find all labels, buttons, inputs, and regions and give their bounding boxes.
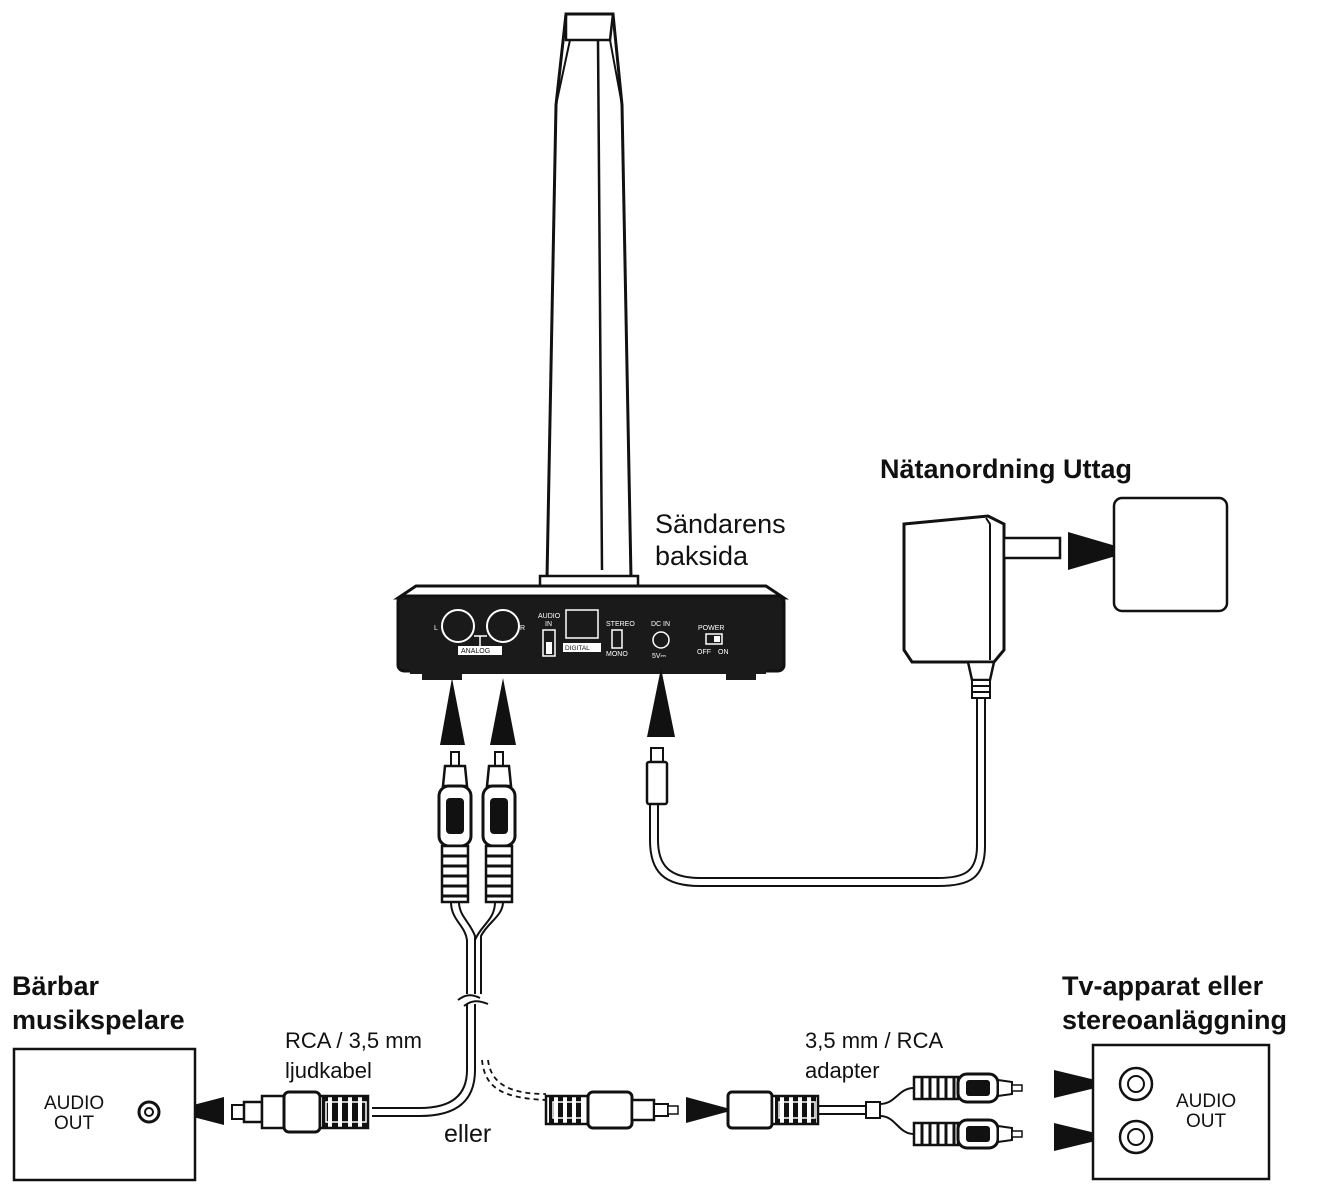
or-label: eller (444, 1120, 492, 1148)
panel-off-label: OFF (697, 649, 711, 656)
transmitter: L R ANALOG AUDIO IN DIGITAL STEREO MONO … (393, 12, 789, 680)
power-cable (649, 698, 986, 887)
rca-cable (372, 901, 504, 1117)
tv-stereo-label: Tv-apparat eller stereoanläggning (1062, 969, 1287, 1037)
arrow-into-left-jack (440, 678, 465, 745)
tv-stereo-box (1091, 1043, 1271, 1181)
panel-power-label: POWER (698, 625, 724, 632)
tv-stereo-label-line-1: Tv-apparat eller (1062, 971, 1264, 1001)
portable-player-label: Bärbar musikspelare (12, 969, 185, 1037)
rca-plug-left (437, 750, 473, 904)
jack-left[interactable] (441, 609, 475, 643)
player-audio-out-label: AUDIO OUT (44, 1094, 104, 1134)
arrow-into-outlet (1068, 532, 1133, 570)
panel-mono-label: MONO (606, 651, 628, 658)
rca-adapter-label-line-2: adapter (805, 1058, 880, 1083)
tv-audio-out-label-line-1: AUDIO (1176, 1091, 1237, 1112)
panel-analog-label: ANALOG (461, 648, 490, 655)
player-audio-out-label-line-1: AUDIO (44, 1093, 105, 1114)
portable-player-label-line-1: Bärbar (12, 971, 100, 1001)
rca-adapter-label: 3,5 mm / RCA adapter (805, 1026, 943, 1086)
dc-plug (645, 747, 669, 806)
panel-audio-in-label: AUDIO (538, 613, 561, 620)
transmitter-back-label-line-1: Sändarens (655, 509, 786, 539)
arrow-into-tv-top (1054, 1070, 1112, 1098)
transmitter-back-label: Sändarens baksida (655, 508, 786, 572)
tv-audio-out-label: AUDIO OUT (1176, 1092, 1236, 1132)
power-adapter (902, 514, 1062, 699)
power-adapter-label: Nätanordning Uttag (880, 454, 1132, 484)
stereo-plug-player (231, 1090, 370, 1134)
rca-cable-label: RCA / 3,5 mm ljudkabel (285, 1026, 422, 1086)
wall-outlet (1112, 496, 1229, 613)
arrow-into-player (170, 1097, 224, 1125)
rca-cable-label-line-1: RCA / 3,5 mm (285, 1028, 422, 1053)
tv-audio-out-label-line-2: OUT (1186, 1111, 1227, 1132)
panel-on-label: ON (718, 649, 729, 656)
power-switch[interactable] (705, 633, 723, 645)
portable-player-box (12, 1047, 197, 1182)
tv-stereo-label-line-2: stereoanläggning (1062, 1005, 1288, 1035)
transmitter-back-label-line-2: baksida (655, 541, 749, 571)
panel-left-label: L (434, 625, 438, 632)
player-audio-out-label-line-2: OUT (54, 1113, 95, 1134)
rca-cable-label-line-2: ljudkabel (285, 1058, 372, 1083)
panel-stereo-label: STEREO (606, 621, 635, 628)
stereo-plug-middle (544, 1090, 679, 1130)
rca-adapter-label-line-1: 3,5 mm / RCA (805, 1028, 944, 1053)
audio-in-switch[interactable] (542, 629, 556, 657)
arrow-into-adapter (686, 1097, 734, 1123)
arrow-into-dc-jack (647, 668, 675, 737)
panel-right-label: R (520, 625, 525, 632)
adapter-socket (726, 1090, 820, 1130)
rca-plug-right (481, 750, 517, 904)
cable-break (457, 994, 489, 1007)
adapter-cable (818, 1087, 915, 1135)
stereo-mono-switch[interactable] (611, 629, 623, 649)
jack-right[interactable] (486, 609, 520, 643)
panel-dc-voltage-label: 5V⎓ (652, 653, 667, 660)
arrow-into-right-jack (490, 678, 516, 745)
arrow-into-tv-bottom (1054, 1123, 1112, 1151)
portable-player-label-line-2: musikspelare (12, 1005, 185, 1035)
dc-in-jack[interactable] (652, 631, 670, 649)
digital-port[interactable] (565, 609, 599, 639)
panel-audio-in-label-2: IN (545, 621, 552, 628)
alternative-route (481, 1059, 547, 1101)
panel-digital-label: DIGITAL (565, 645, 590, 652)
panel-dc-in-label: DC IN (651, 621, 670, 628)
adapter-rca-plug-bottom (912, 1118, 1024, 1150)
